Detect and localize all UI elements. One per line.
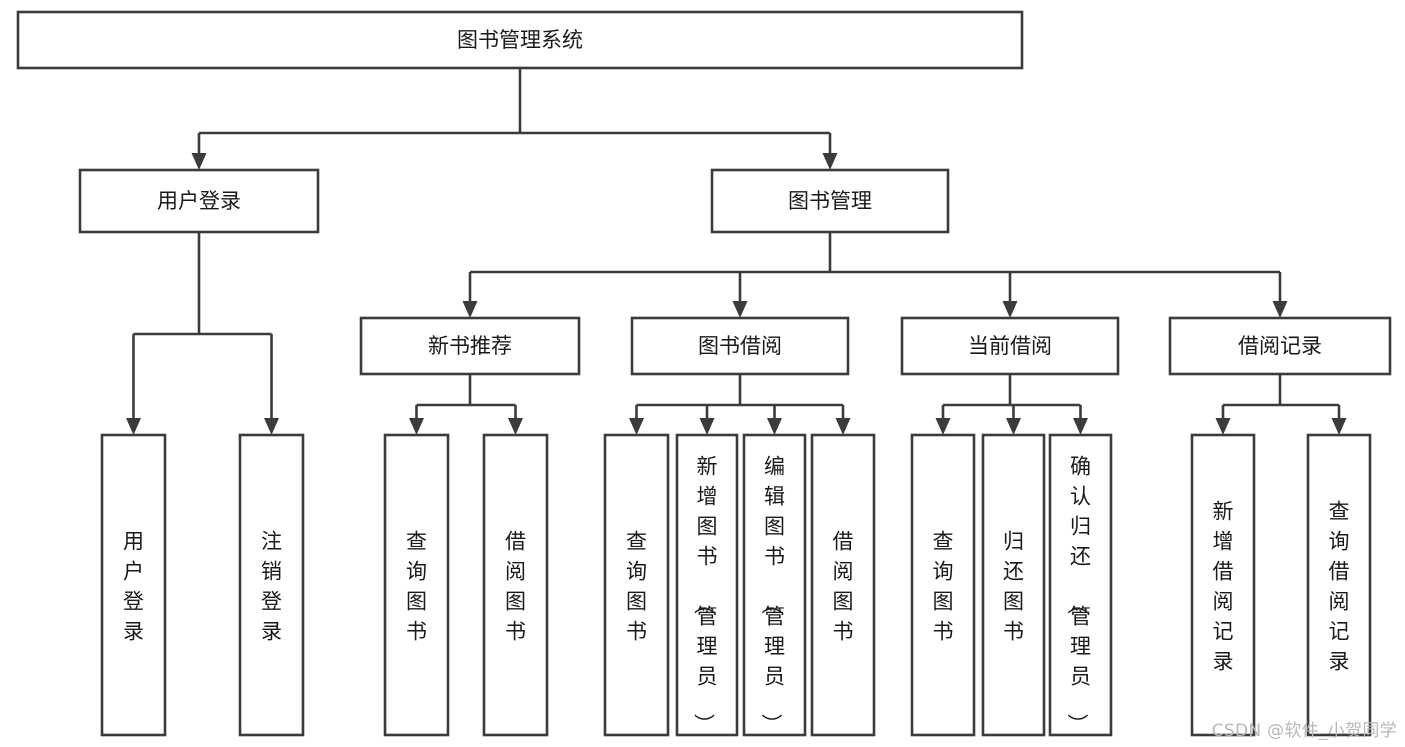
node-label: 查询图书 bbox=[933, 529, 954, 643]
node-label: 查询图书 bbox=[626, 529, 647, 643]
node-label: 新书推荐 bbox=[428, 334, 512, 358]
watermark-text: CSDN @软件_小贺同学 bbox=[1211, 721, 1397, 741]
node-label: 借阅记录 bbox=[1238, 334, 1322, 358]
node-label: 编辑图书（管理员） bbox=[759, 454, 785, 734]
node-label: 借阅图书 bbox=[833, 529, 854, 643]
arrow-head-icon bbox=[1002, 301, 1018, 318]
node-box[interactable] bbox=[1190, 433, 1256, 737]
arrow-head-icon bbox=[629, 418, 644, 435]
node-leaf-确认归还管理员[interactable]: 确认归还（管理员） bbox=[1048, 433, 1113, 737]
node-box[interactable] bbox=[630, 316, 850, 376]
node-box[interactable] bbox=[100, 433, 167, 737]
node-box[interactable] bbox=[359, 316, 581, 376]
node-box[interactable] bbox=[1168, 316, 1392, 376]
node-box[interactable] bbox=[900, 316, 1120, 376]
node-box[interactable] bbox=[910, 433, 976, 737]
arrow-head-icon bbox=[935, 418, 951, 435]
node-box[interactable] bbox=[383, 433, 450, 737]
arrow-head-icon bbox=[1215, 418, 1231, 435]
node-leaf-归还图书[interactable]: 归还图书 bbox=[981, 433, 1046, 737]
node-box[interactable] bbox=[710, 168, 950, 234]
node-leaf-借阅图书[interactable]: 借阅图书 bbox=[810, 433, 876, 737]
node-label: 用户登录 bbox=[157, 189, 241, 213]
node-label: 新增图书（管理员） bbox=[692, 454, 718, 734]
arrow-head-icon bbox=[191, 153, 207, 170]
arrow-head-icon bbox=[732, 301, 748, 318]
node-leaf-查询图书[interactable]: 查询图书 bbox=[910, 433, 976, 737]
node-box[interactable] bbox=[810, 433, 876, 737]
arrow-head-icon bbox=[126, 418, 141, 435]
arrow-head-icon bbox=[835, 418, 851, 435]
node-l3-图书借阅[interactable]: 图书借阅 bbox=[630, 316, 850, 376]
node-box[interactable] bbox=[1306, 433, 1372, 737]
arrow-head-icon bbox=[699, 418, 715, 435]
node-root-图书管理系统[interactable]: 图书管理系统 bbox=[16, 10, 1024, 70]
node-box[interactable] bbox=[981, 433, 1046, 737]
node-leaf-新增图书管理员[interactable]: 新增图书（管理员） bbox=[675, 433, 739, 737]
arrow-head-icon bbox=[508, 418, 523, 435]
node-l3-当前借阅[interactable]: 当前借阅 bbox=[900, 316, 1120, 376]
node-label: 图书借阅 bbox=[698, 334, 782, 358]
arrow-head-icon bbox=[1006, 418, 1021, 435]
node-leaf-编辑图书管理员[interactable]: 编辑图书（管理员） bbox=[742, 433, 807, 737]
arrow-head-icon bbox=[822, 153, 838, 170]
node-box[interactable] bbox=[482, 433, 549, 737]
arrow-head-icon bbox=[462, 301, 478, 318]
node-label: 用户登录 bbox=[123, 529, 144, 643]
node-label: 图书管理 bbox=[788, 189, 872, 213]
node-leaf-注销登录[interactable]: 注销登录 bbox=[238, 433, 305, 737]
node-l3-借阅记录[interactable]: 借阅记录 bbox=[1168, 316, 1392, 376]
node-box[interactable] bbox=[1048, 433, 1113, 737]
arrow-head-icon bbox=[1331, 418, 1347, 435]
node-leaf-借阅图书[interactable]: 借阅图书 bbox=[482, 433, 549, 737]
node-box[interactable] bbox=[238, 433, 305, 737]
node-l2-用户登录[interactable]: 用户登录 bbox=[78, 168, 320, 234]
node-leaf-查询图书[interactable]: 查询图书 bbox=[383, 433, 450, 737]
arrow-head-icon bbox=[409, 418, 424, 435]
node-box[interactable] bbox=[16, 10, 1024, 70]
arrow-head-icon bbox=[767, 418, 782, 435]
node-box[interactable] bbox=[78, 168, 320, 234]
arrow-head-icon bbox=[1272, 301, 1288, 318]
node-label: 借阅图书 bbox=[505, 529, 526, 643]
node-label: 图书管理系统 bbox=[457, 28, 583, 52]
node-label: 归还图书 bbox=[1003, 529, 1024, 643]
arrow-head-icon bbox=[264, 418, 279, 435]
node-label: 查询借阅记录 bbox=[1329, 499, 1350, 673]
node-leaf-查询借阅记录[interactable]: 查询借阅记录 bbox=[1306, 433, 1372, 737]
node-label: 注销登录 bbox=[261, 529, 282, 643]
node-box[interactable] bbox=[742, 433, 807, 737]
node-label: 确认归还（管理员） bbox=[1065, 454, 1091, 734]
node-label: 新增借阅记录 bbox=[1213, 499, 1234, 673]
connectors-layer bbox=[126, 68, 1347, 435]
node-leaf-用户登录[interactable]: 用户登录 bbox=[100, 433, 167, 737]
arrow-head-icon bbox=[1073, 418, 1088, 435]
node-l3-新书推荐[interactable]: 新书推荐 bbox=[359, 316, 581, 376]
node-l2-图书管理[interactable]: 图书管理 bbox=[710, 168, 950, 234]
nodes-layer: 图书管理系统用户登录图书管理新书推荐图书借阅当前借阅借阅记录用户登录注销登录查询… bbox=[16, 10, 1392, 737]
node-box[interactable] bbox=[675, 433, 739, 737]
node-label: 当前借阅 bbox=[968, 334, 1052, 358]
node-leaf-新增借阅记录[interactable]: 新增借阅记录 bbox=[1190, 433, 1256, 737]
node-leaf-查询图书[interactable]: 查询图书 bbox=[603, 433, 670, 737]
node-box[interactable] bbox=[603, 433, 670, 737]
node-label: 查询图书 bbox=[406, 529, 427, 643]
